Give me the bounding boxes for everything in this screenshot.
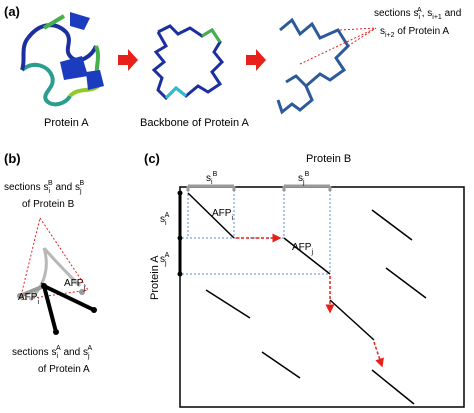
afp-i-segment bbox=[187, 192, 235, 239]
helix-icon bbox=[70, 12, 90, 30]
helix-icon bbox=[60, 56, 88, 80]
panel-b-top-line2: of Protein B bbox=[22, 199, 75, 210]
y-axis-title: Protein A bbox=[149, 255, 161, 300]
backbone-trace bbox=[151, 24, 225, 101]
guide-lines bbox=[182, 190, 331, 275]
sections-trace bbox=[276, 17, 377, 115]
afp-j-segment bbox=[283, 237, 331, 275]
comparison-triangle bbox=[19, 216, 89, 301]
alignment-matrix bbox=[179, 186, 465, 408]
panel-b-afp-j: AFPj bbox=[64, 278, 85, 292]
top-sj-label: sjB bbox=[298, 171, 310, 186]
panel-b-bottom-line2: of Protein A bbox=[38, 364, 90, 375]
protein-a-caption: Protein A bbox=[44, 117, 89, 129]
panel-c-label: (c) bbox=[144, 151, 160, 166]
arrow-right-icon bbox=[246, 49, 266, 71]
sections-annotation-line1: sections siA, si+1 and bbox=[374, 7, 461, 21]
panel-c-afp-i: AFPi bbox=[212, 208, 233, 222]
left-sections bbox=[177, 190, 183, 277]
top-si-label: siB bbox=[206, 171, 218, 186]
sections-annotation-line2: si+2 of Protein A bbox=[380, 26, 449, 39]
panel-a-label: (a) bbox=[4, 4, 20, 19]
protein-a-ribbon bbox=[20, 12, 104, 107]
panel-b-bottom-line1: sections siA and sjA bbox=[12, 345, 93, 360]
panel-b-afp-i: AFPi bbox=[18, 292, 39, 306]
left-si-label: siA bbox=[160, 212, 170, 227]
arrow-right-icon bbox=[118, 49, 138, 71]
protein-b-trace bbox=[28, 247, 82, 302]
backbone-caption: Backbone of Protein A bbox=[140, 117, 250, 129]
x-axis-title: Protein B bbox=[306, 153, 351, 165]
panel-b-top-line1: sections siB and sjB bbox=[4, 180, 85, 195]
afp-diagonals bbox=[187, 192, 427, 405]
left-sj-label: sjA bbox=[160, 252, 170, 267]
panel-c-afp-j: AFPj bbox=[292, 242, 313, 256]
panel-b-label: (b) bbox=[4, 151, 21, 166]
alignment-path bbox=[236, 233, 384, 368]
